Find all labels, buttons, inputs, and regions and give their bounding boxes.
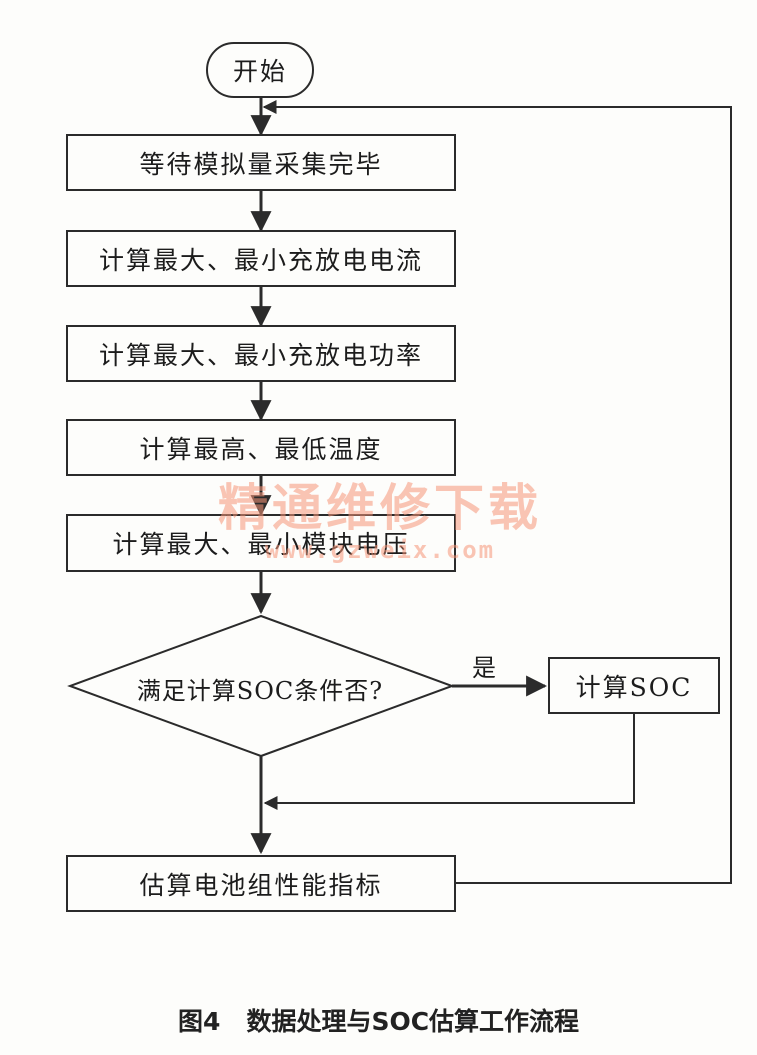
yes-label: 是	[472, 654, 496, 682]
soc-return-line	[263, 713, 635, 810]
step-calc-temperature: 计算最高、最低温度	[66, 419, 456, 476]
step-estimate-performance: 估算电池组性能指标	[66, 855, 456, 912]
step-calc-current: 计算最大、最小充放电电流	[66, 230, 456, 287]
step-calc-voltage: 计算最大、最小模块电压	[66, 514, 456, 572]
step-wait-sampling: 等待模拟量采集完毕	[66, 134, 456, 191]
start-terminal: 开始	[206, 42, 314, 98]
step-calc-voltage-label: 计算最大、最小模块电压	[112, 530, 410, 559]
step-calc-temperature-label: 计算最高、最低温度	[139, 434, 383, 464]
decision-label: 满足计算SOC条件否?	[136, 676, 384, 705]
step-estimate-performance-label: 估算电池组性能指标	[139, 870, 383, 900]
step-calc-power: 计算最大、最小充放电功率	[66, 325, 456, 382]
step-calc-soc: 计算SOC	[548, 657, 720, 714]
step-calc-current-label: 计算最大、最小充放电电流	[98, 245, 423, 275]
start-label: 开始	[232, 57, 287, 86]
figure-caption: 图4 数据处理与SOC估算工作流程	[177, 1007, 580, 1036]
step-wait-sampling-label: 等待模拟量采集完毕	[139, 149, 383, 179]
loop-back-line	[262, 100, 732, 884]
step-calc-power-label: 计算最大、最小充放电功率	[98, 340, 423, 370]
step-calc-soc-label: 计算SOC	[575, 672, 693, 702]
